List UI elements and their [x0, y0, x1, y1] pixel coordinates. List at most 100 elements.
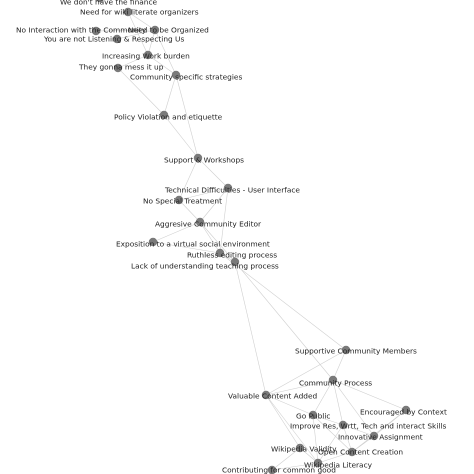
node-label: No Special Treatment [143, 197, 222, 206]
node-dot [267, 465, 277, 474]
graph-node: We don't have the finance [60, 0, 158, 7]
edge-n21-n24 [342, 424, 353, 453]
node-label: Exposition to a virtual social environme… [116, 240, 270, 249]
graph-node: Community specific strategies [130, 70, 242, 82]
node-label: Valuable Content Added [228, 392, 318, 401]
node-dot [143, 50, 153, 60]
edge-n9-n11 [178, 157, 199, 201]
graph-node: Ruthless editing process [187, 248, 277, 260]
node-dot [347, 447, 357, 457]
edge-n10-n12 [199, 187, 229, 223]
node-label: You are not Listening & Respecting Us [43, 35, 184, 44]
edge-n25-n26 [271, 462, 319, 471]
edge-n10-n14 [219, 187, 229, 254]
node-dot [338, 420, 348, 430]
node-dot [171, 70, 181, 80]
node-label: Lack of understanding teaching process [131, 262, 279, 271]
edge-n12-n14 [199, 221, 221, 254]
node-dot [369, 431, 379, 441]
edge-n8-n9 [163, 114, 199, 159]
node-label: Wikipedia Validity [271, 445, 337, 454]
edge-n24-n25 [317, 451, 353, 464]
edge-n10-n11 [178, 187, 229, 201]
node-label: Community Process [299, 379, 372, 388]
edge-n20-n25 [312, 414, 319, 464]
edge-n18-n25 [265, 394, 319, 464]
graph-node: Policy Violation and etiquette [114, 110, 223, 122]
edge-n12-n15 [199, 221, 236, 263]
node-dot [215, 248, 225, 258]
node-label: Open Content Creation [318, 448, 403, 457]
edge-n17-n22 [332, 379, 375, 437]
node-label: Increasing Work burden [102, 52, 190, 61]
edge-layer [95, 11, 407, 471]
edge-n17-n19 [332, 379, 407, 411]
node-label: Go Public [296, 412, 330, 421]
edge-n16-n17 [332, 349, 347, 381]
node-dot [123, 7, 133, 17]
edge-n20-n24 [312, 414, 353, 453]
edge-n16-n18 [265, 349, 347, 396]
graph-node: Go Public [296, 410, 330, 421]
graph-node: Improve Res, Wrtt, Tech and interact Ski… [290, 420, 446, 431]
node-label: Wikipedia Literacy [304, 461, 373, 470]
graph-node: Contributing for common good [222, 466, 336, 474]
node-dot [308, 410, 318, 420]
edge-n6-n8 [117, 67, 165, 116]
edge-n3-n7 [154, 29, 177, 76]
node-label: We don't have the finance [60, 0, 158, 7]
edge-n18-n20 [265, 394, 314, 416]
edge-n7-n9 [175, 74, 199, 159]
edge-n13-n14 [152, 241, 221, 254]
graph-node: Open Content Creation [318, 448, 403, 457]
edge-n21-n22 [342, 424, 375, 437]
node-label: Supportive Community Members [295, 347, 417, 356]
node-dot [112, 34, 122, 44]
edge-n3-n5 [147, 29, 156, 56]
graph-node: Encouraged by Context [360, 405, 447, 417]
node-label: They gonna mess it up [78, 63, 164, 72]
graph-node: They gonna mess it up [78, 63, 164, 73]
node-dot [174, 195, 184, 205]
node-label: Need to be Organized [128, 26, 209, 35]
node-label: Encouraged by Context [360, 408, 447, 417]
edge-n9-n10 [197, 157, 229, 189]
node-label: Policy Violation and etiquette [114, 113, 223, 122]
node-label: Improve Res, Wrtt, Tech and interact Ski… [290, 422, 446, 431]
node-dot [96, 0, 104, 3]
edge-n7-n8 [163, 74, 177, 116]
node-dot [328, 375, 338, 385]
graph-node: You are not Listening & Respecting Us [43, 35, 184, 44]
graph-node: Increasing Work burden [102, 50, 190, 61]
edge-n5-n6 [117, 54, 149, 69]
edge-n23-n26 [271, 447, 301, 471]
node-dot [113, 63, 123, 73]
graph-node: Need to be Organized [128, 26, 209, 35]
edge-n4-n3 [116, 29, 156, 40]
graph-node: Wikipedia Validity [271, 443, 337, 454]
edge-n12-n13 [152, 221, 201, 243]
graph-node: Innovative Assignment [338, 431, 423, 442]
node-label: Community specific strategies [130, 73, 242, 82]
graph-node: No Special Treatment [143, 195, 222, 206]
node-dot [295, 443, 305, 453]
edge-n17-n21 [332, 379, 344, 426]
node-label: Innovative Assignment [338, 433, 423, 442]
node-dot [230, 257, 240, 267]
graph-node: Lack of understanding teaching process [131, 257, 279, 271]
node-dot [159, 110, 169, 120]
edge-n2-n3 [95, 29, 156, 32]
edge-n19-n24 [351, 409, 407, 453]
graph-node: No Interaction with the Community [16, 26, 147, 36]
node-label: No Interaction with the Community [16, 26, 147, 35]
node-label: Aggresive Community Editor [155, 220, 262, 229]
edge-n18-n23 [265, 394, 301, 449]
node-dot [148, 237, 158, 247]
edge-n1-n5 [127, 11, 149, 56]
node-dot [223, 183, 233, 193]
edge-n15-n18 [234, 261, 267, 396]
edge-n1-n3 [127, 11, 156, 31]
node-dot [150, 25, 160, 35]
